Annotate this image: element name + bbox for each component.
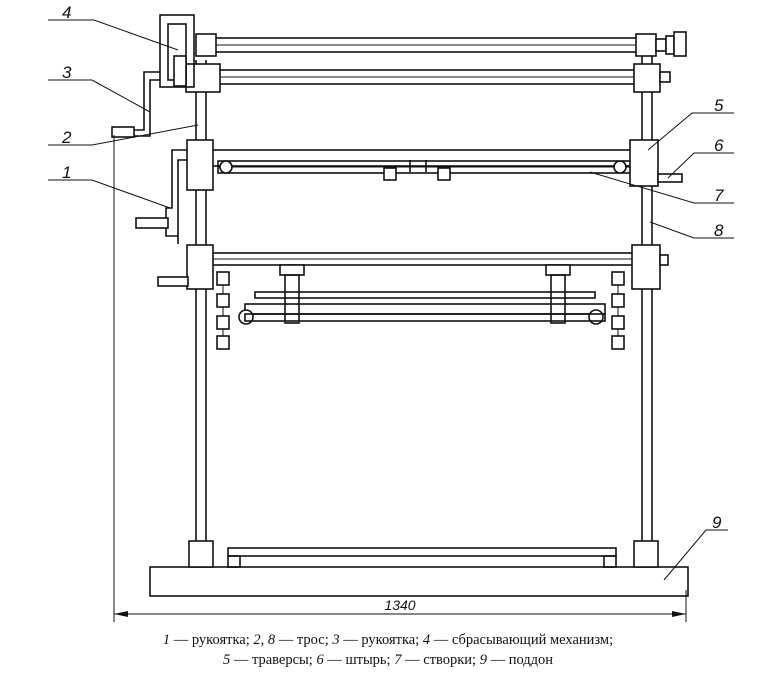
callout-5: 5 — [714, 96, 724, 115]
base-pallet — [149, 566, 689, 597]
caption-num: 1 — [162, 632, 171, 648]
lower-traverse — [157, 244, 669, 350]
caption-text: — траверсы; — [230, 652, 317, 668]
caption-num: 4 — [422, 632, 431, 648]
figure-caption: 1 — рукоятка; 2, 8 — трос; 3 — рукоятка;… — [0, 630, 776, 670]
callout-8: 8 — [714, 221, 724, 240]
callout-1: 1 — [62, 163, 71, 182]
caption-text: — штырь; — [323, 652, 395, 668]
caption-num: 7 — [394, 652, 402, 668]
caption-text: — створки; — [401, 652, 480, 668]
caption-num: 6 — [316, 652, 324, 668]
callout-6: 6 — [714, 136, 724, 155]
caption-num: 9 — [479, 652, 487, 668]
caption-text: — поддон — [486, 652, 554, 668]
handle-upper — [111, 71, 160, 138]
caption-text: — рукоятка; — [170, 632, 254, 648]
handle-lower — [135, 149, 187, 244]
caption-line-2: 5 — траверсы; 6 — штырь; 7 — створки; 9 … — [0, 650, 776, 670]
dimension-1340: 1340 — [113, 135, 687, 622]
callout-3: 3 — [62, 63, 72, 82]
caption-line-1: 1 — рукоятка; 2, 8 — трос; 3 — рукоятка;… — [0, 630, 776, 650]
caption-num: 5 — [222, 652, 231, 668]
callout-7: 7 — [714, 186, 724, 205]
dimension-label: 1340 — [384, 597, 415, 613]
caption-text: — трос; — [275, 632, 333, 648]
caption-text: — рукоятка; — [339, 632, 423, 648]
bottom-tray — [227, 547, 617, 568]
leader-lines — [48, 19, 734, 581]
callout-9: 9 — [712, 513, 722, 532]
middle-traverse — [186, 139, 683, 191]
left-column — [188, 60, 214, 568]
right-column — [633, 45, 659, 568]
callout-2: 2 — [61, 128, 72, 147]
caption-num: 3 — [332, 632, 340, 648]
top-rails — [185, 31, 687, 93]
drop-mechanism — [159, 14, 195, 88]
caption-text: — сбрасывающий механизм; — [430, 632, 614, 648]
caption-num: 2, 8 — [253, 632, 276, 648]
callout-4: 4 — [62, 3, 71, 22]
